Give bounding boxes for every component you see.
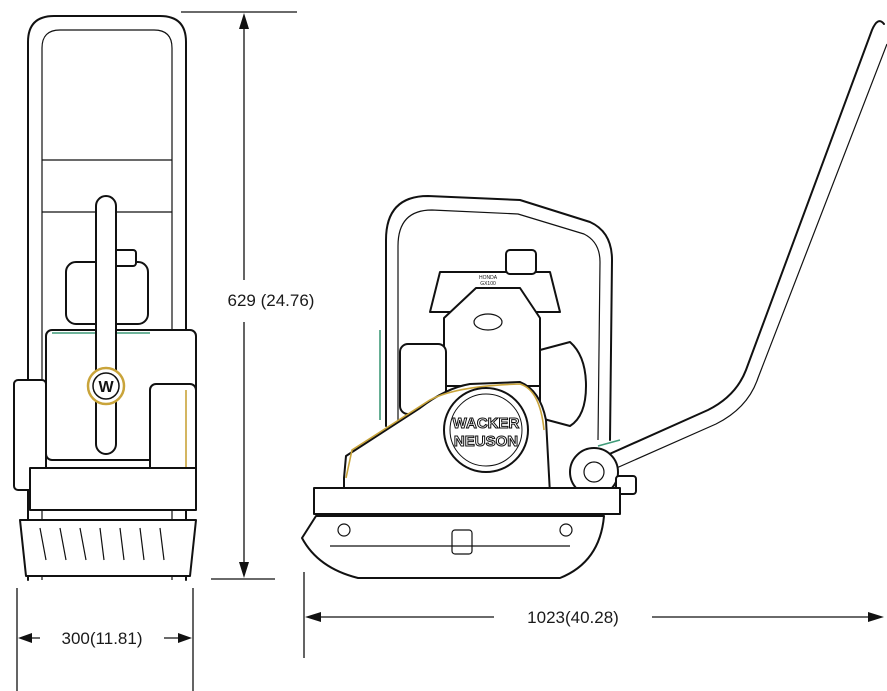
side-protective-frame (385, 195, 613, 441)
front-lower-frame (29, 467, 197, 511)
side-length-label: 1023(40.28) (527, 608, 619, 627)
side-length-dimension (303, 572, 884, 658)
side-guide-handle-inner (611, 43, 887, 471)
height-label: 629 (24.76) (228, 291, 315, 310)
front-base-plate (19, 519, 197, 577)
front-emblem: W (98, 379, 114, 396)
front-width-label: 300(11.81) (62, 629, 143, 648)
front-plate-ribs (39, 527, 165, 561)
side-protective-frame-inner (397, 209, 601, 441)
side-lift-handle (451, 529, 473, 555)
height-arrow-top (239, 13, 249, 29)
front-view (13, 15, 197, 581)
side-engine-vent (473, 313, 503, 331)
side-badge-line1: WACKER (453, 415, 520, 432)
side-length-arrow-left (305, 612, 321, 622)
side-length-arrow-right (868, 612, 884, 622)
side-badge-line2: NEUSON (454, 433, 518, 450)
side-logo-badge (443, 387, 529, 473)
front-handle-loop (27, 15, 187, 581)
height-arrow-bottom (239, 562, 249, 578)
side-guide-handle (604, 20, 885, 457)
front-width-arrow-left (18, 633, 32, 643)
height-dimension (181, 11, 297, 580)
front-guide-handle (95, 195, 117, 455)
front-handle-inner (41, 29, 173, 580)
engine-label-line2: GX100 (480, 281, 496, 287)
side-view (301, 20, 887, 579)
engine-label-line1: HONDA (479, 275, 498, 281)
side-fuel-cap (505, 249, 537, 275)
front-width-dimension (16, 588, 194, 691)
side-recoil-starter (539, 341, 587, 427)
front-width-arrow-right (178, 633, 192, 643)
side-base-frame (313, 487, 621, 515)
